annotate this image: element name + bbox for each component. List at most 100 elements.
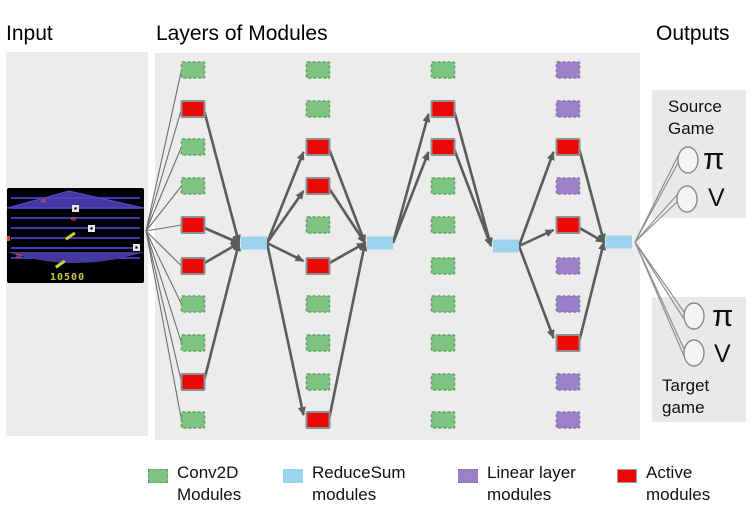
input-fan-line — [145, 230, 183, 383]
active-module — [305, 138, 331, 156]
game-enemy: « — [70, 212, 77, 225]
game-enemy: « — [40, 194, 47, 207]
linear-module — [555, 100, 581, 118]
conv2d-module — [305, 334, 331, 352]
module-flow-arrow — [265, 242, 306, 416]
input-fan-line — [145, 230, 182, 305]
game-box-dot — [90, 227, 93, 230]
module-flow-arrow — [328, 188, 367, 244]
input-fan-line — [145, 185, 182, 232]
active-module — [555, 334, 581, 352]
game-box-dot — [74, 207, 77, 210]
reducesum-node — [606, 235, 632, 249]
output-fan-line — [634, 241, 685, 357]
source-v-symbol: V — [708, 184, 725, 212]
active-module — [305, 411, 331, 429]
input-title: Input — [6, 22, 53, 45]
output-fan-line — [634, 194, 678, 243]
module-flow-arrow — [578, 226, 605, 244]
active-swatch-icon — [617, 469, 637, 483]
source-v-output-circle — [676, 185, 698, 213]
linear-module — [555, 177, 581, 195]
game-slash — [65, 231, 76, 241]
source-game-label: Source Game — [668, 97, 722, 138]
conv2d-swatch-icon — [148, 469, 168, 483]
target-pi-output-circle — [683, 302, 705, 330]
module-flow-arrow — [266, 241, 305, 263]
reducesum-node — [241, 236, 267, 250]
conv2d-module — [180, 61, 206, 79]
conv2d-module — [180, 295, 206, 313]
linear-swatch-icon — [458, 469, 478, 483]
active-module — [180, 257, 206, 275]
linear-module — [555, 411, 581, 429]
input-fan-line — [145, 108, 183, 232]
conv2d-module — [305, 100, 331, 118]
active-module — [430, 138, 456, 156]
active-module — [305, 257, 331, 275]
target-v-output-circle — [683, 339, 705, 367]
module-flow-arrow — [391, 113, 431, 244]
source-pi-output-circle — [677, 146, 699, 174]
conv2d-module — [430, 257, 456, 275]
module-flow-arrow — [203, 226, 240, 245]
target-pi-symbol: π — [712, 298, 734, 333]
conv2d-module — [430, 61, 456, 79]
active-module — [305, 177, 331, 195]
conv2d-module — [305, 295, 331, 313]
conv2d-module — [430, 177, 456, 195]
module-flow-arrow — [453, 111, 493, 247]
module-flow-arrow — [203, 111, 241, 244]
conv2d-module — [180, 138, 206, 156]
linear-module — [555, 295, 581, 313]
input-fan-line — [145, 224, 182, 232]
game-player: » — [15, 249, 22, 262]
linear-module — [555, 61, 581, 79]
input-fan-line — [145, 69, 183, 232]
conv2d-module — [305, 373, 331, 391]
conv2d-module — [430, 216, 456, 234]
edges-layer — [145, 69, 685, 421]
module-flow-arrow — [578, 149, 606, 243]
module-flow-arrow — [578, 241, 606, 341]
target-game-label: Target game — [662, 376, 710, 417]
conv2d-module — [180, 411, 206, 429]
active-module — [180, 373, 206, 391]
reducesum-swatch-icon — [283, 469, 303, 483]
conv2d-module — [305, 61, 331, 79]
active-module — [180, 216, 206, 234]
module-flow-arrow — [391, 151, 430, 244]
nodes-layer — [180, 61, 705, 429]
input-fan-line — [145, 230, 183, 421]
module-flow-arrow — [453, 149, 493, 247]
reducesum-node — [367, 236, 393, 250]
conv2d-module — [430, 295, 456, 313]
conv2d-module — [430, 411, 456, 429]
input-fan-line — [145, 230, 183, 344]
input-fan-line — [145, 146, 183, 232]
source-game-box: Source Game — [652, 90, 746, 218]
module-flow-arrow — [203, 242, 241, 380]
atari-game-screenshot: « « » 10500 — [7, 188, 144, 283]
conv2d-module — [180, 177, 206, 195]
active-module — [555, 216, 581, 234]
active-module — [555, 138, 581, 156]
output-fan-line — [634, 241, 685, 320]
game-score: 10500 — [50, 272, 85, 283]
layers-title: Layers of Modules — [156, 22, 328, 45]
module-flow-arrow — [265, 190, 305, 244]
conv2d-module — [180, 334, 206, 352]
linear-module — [555, 373, 581, 391]
active-module — [430, 100, 456, 118]
conv2d-module — [430, 334, 456, 352]
module-flow-arrow — [328, 242, 368, 418]
game-slash — [54, 259, 66, 269]
reducesum-node — [493, 239, 519, 253]
